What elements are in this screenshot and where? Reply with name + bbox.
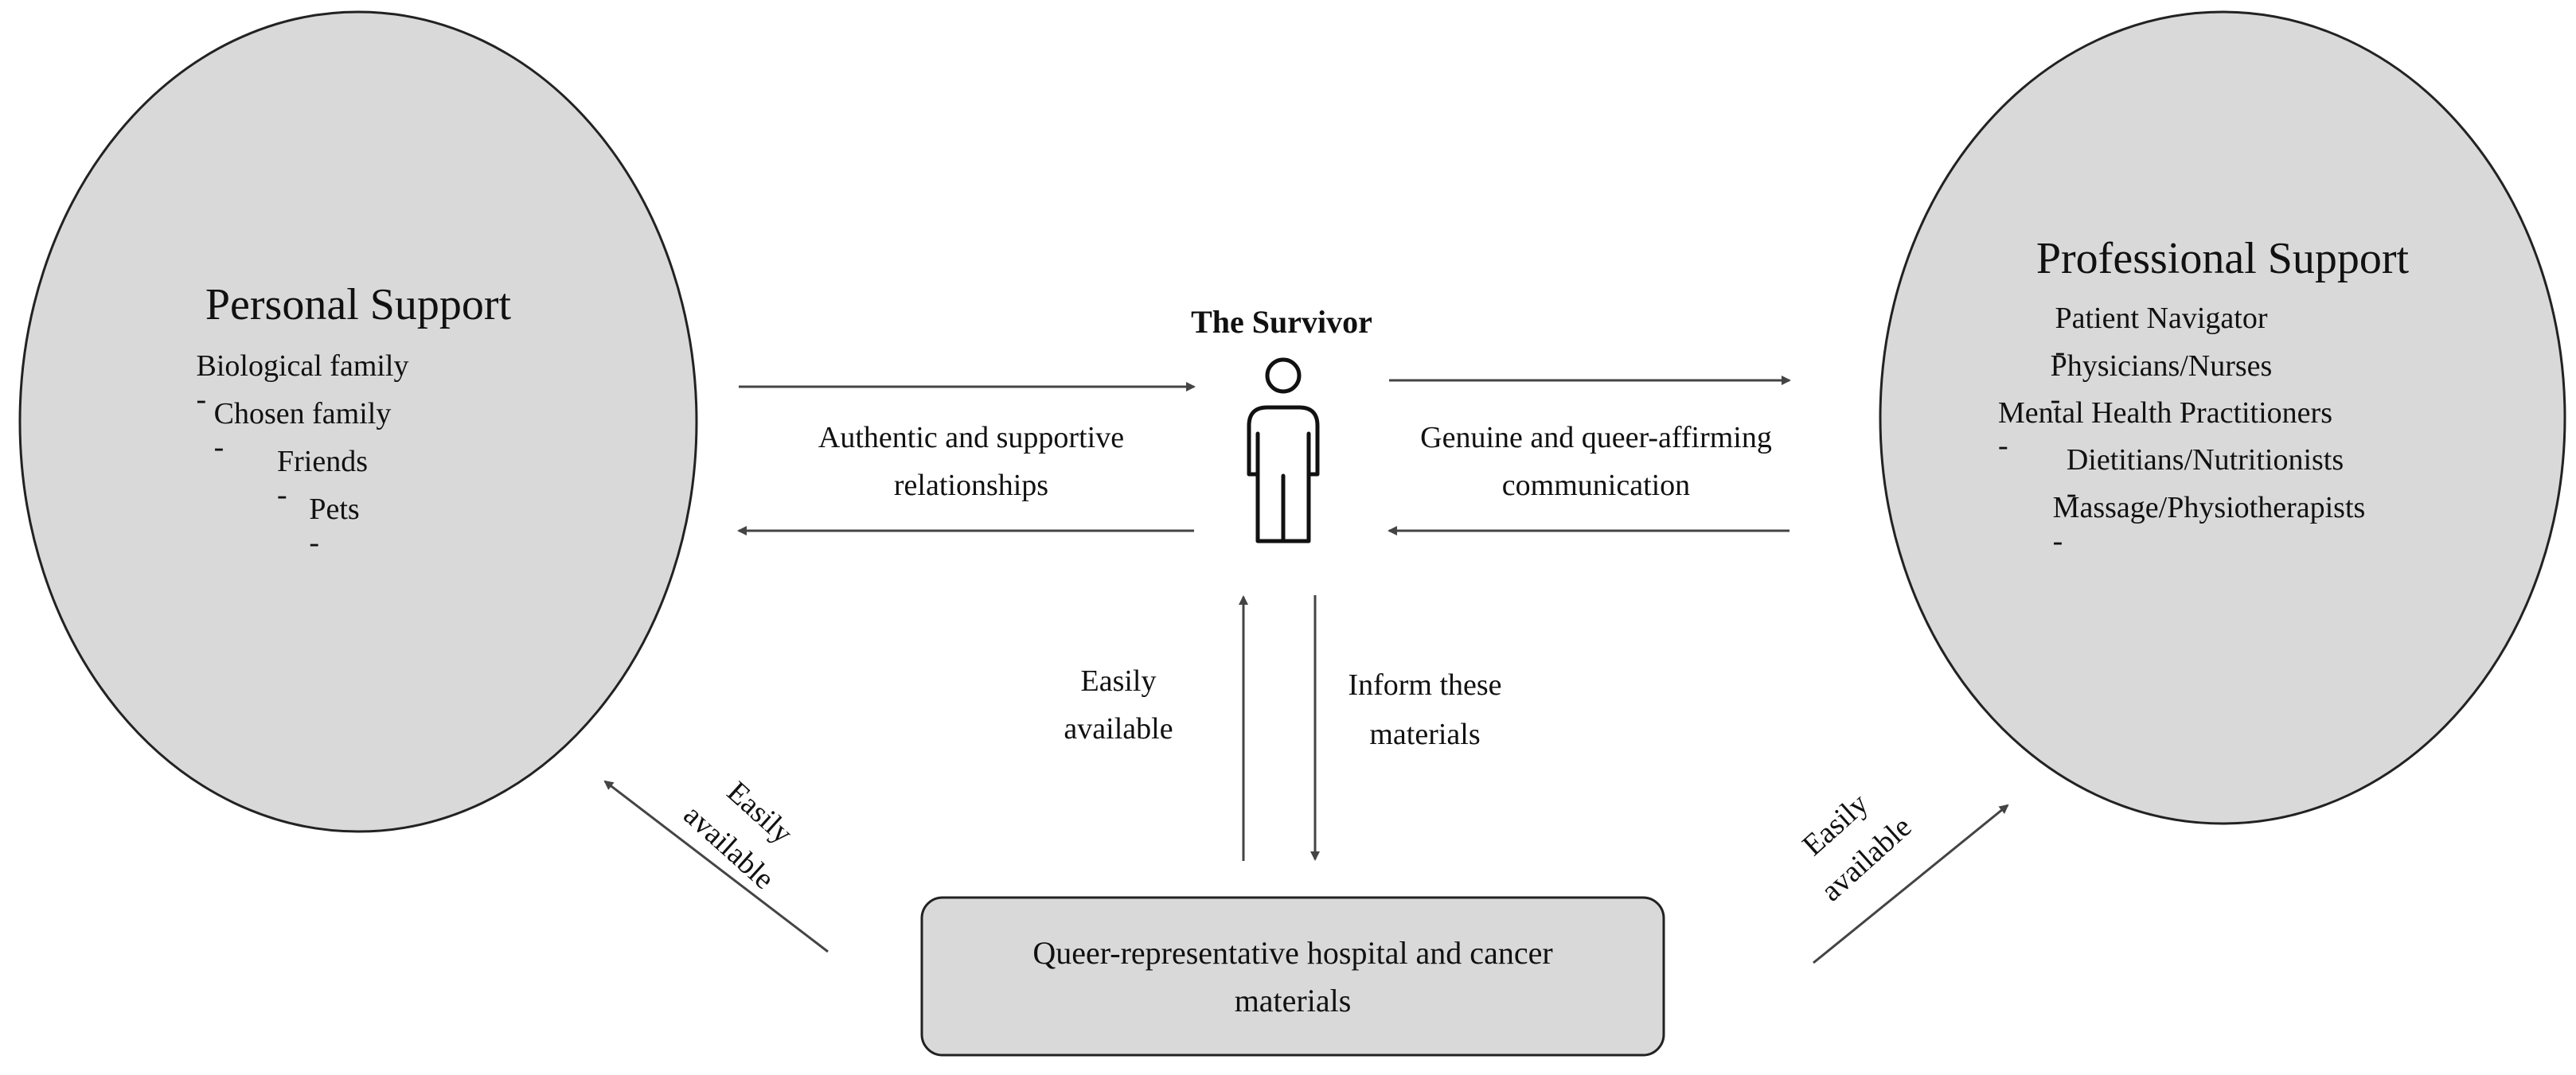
personal-support-title: Personal Support (205, 280, 512, 329)
list-item: Dietitians/Nutritionists (2066, 443, 2344, 517)
survivor-label: The Survivor (1191, 304, 1372, 340)
list-item: Mental Health Practitioners (1998, 396, 2332, 469)
professional-support-title: Professional Support (2035, 234, 2410, 283)
professional-support-list: Patient Navigator Physicians/Nurses Ment… (1958, 294, 2484, 565)
list-item: Friends (277, 445, 368, 519)
right-link-label: Genuine and queer-affirming communicatio… (1420, 421, 1772, 502)
list-item: Pets (309, 493, 360, 567)
list-item: Chosen family (213, 397, 392, 471)
left-link-label: Authentic and supportive relationships (818, 421, 1125, 502)
personal-support-list: Biological family Chosen family Friends … (119, 342, 597, 567)
materials-label: Queer-representative hospital and cancer… (1032, 935, 1553, 1019)
arrow-materials-to-professional (1813, 804, 2009, 964)
professional-support-node (1879, 10, 2566, 825)
person-icon (1247, 357, 1320, 543)
list-item: Biological family (196, 349, 409, 423)
materials-to-survivor-label: Easily available (1064, 664, 1173, 746)
materials-node (920, 896, 1665, 1057)
arrow-materials-to-personal (603, 780, 829, 953)
list-item: Patient Navigator (2055, 302, 2268, 376)
survivor-to-materials-label: Inform these materials (1348, 668, 1502, 751)
personal-support-node (18, 10, 698, 833)
list-item: Physicians/Nurses (2050, 349, 2273, 423)
list-item: Massage/Physiotherapists (2052, 491, 2366, 565)
